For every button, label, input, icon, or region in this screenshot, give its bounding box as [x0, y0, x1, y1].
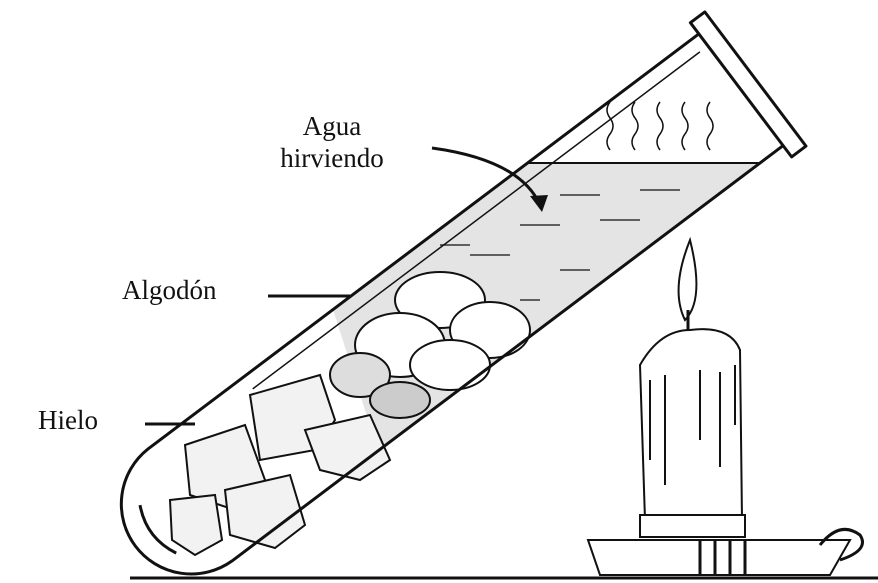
arrowhead-icon: [530, 195, 548, 212]
label-ice: Hielo: [38, 405, 98, 435]
label-cotton: Algodón: [122, 275, 217, 305]
water-pointer-arrow: [431, 146, 542, 206]
cotton: [329, 271, 531, 419]
label-water-line2: hirviendo: [280, 143, 384, 173]
label-water-line1: Agua: [302, 111, 362, 141]
label-boiling-water: Agua hirviendo: [262, 110, 402, 174]
ice-cubes: [168, 373, 392, 557]
test-tube: [119, 10, 808, 576]
steam-icon: [606, 101, 714, 151]
candle: [130, 236, 878, 580]
